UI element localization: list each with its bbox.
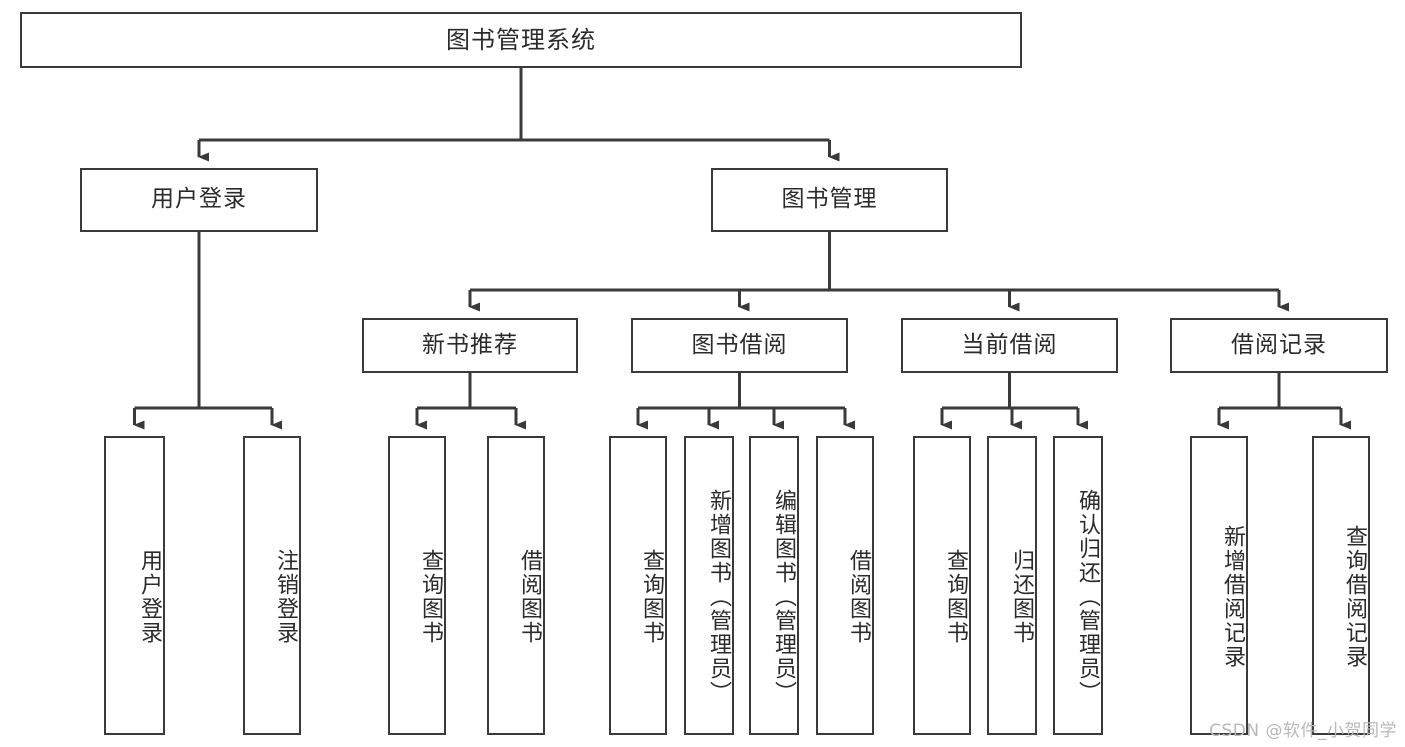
leaf-user-login-label: 用户登录 [137,548,162,645]
leaf-current-return-book-label: 归还图书 [1009,548,1034,645]
leaf-current-query-book[interactable]: 查询图书 [913,436,971,735]
node-current-borrowing[interactable]: 当前借阅 [901,318,1118,373]
leaf-borrow-query-book-label: 查询图书 [639,548,664,645]
node-root-label: 图书管理系统 [446,25,596,54]
leaf-borrow-add-book-admin-label: 新增图书（管理员） [706,488,731,705]
leaf-current-confirm-return-admin[interactable]: 确认归还（管理员） [1053,436,1103,735]
node-book-management-module-label: 图书管理 [781,186,878,213]
leaf-record-add-record[interactable]: 新增借阅记录 [1190,436,1248,735]
node-borrowing-records[interactable]: 借阅记录 [1170,318,1388,373]
node-current-borrowing-label: 当前借阅 [961,331,1058,358]
node-book-borrowing-label: 图书借阅 [691,331,788,358]
node-user-login-module-label: 用户登录 [151,186,247,213]
leaf-newbook-borrow-book[interactable]: 借阅图书 [487,436,545,735]
node-book-borrowing[interactable]: 图书借阅 [631,318,848,373]
leaf-current-query-book-label: 查询图书 [943,548,968,645]
leaf-current-return-book[interactable]: 归还图书 [987,436,1037,735]
leaf-borrow-edit-book-admin-label: 编辑图书（管理员） [771,488,796,705]
leaf-user-logout[interactable]: 注销登录 [243,436,301,735]
leaf-record-query-record-label: 查询借阅记录 [1342,524,1367,669]
csdn-watermark: CSDN @软件_小贺同学 [1209,721,1397,741]
leaf-borrow-lend-book-label: 借阅图书 [846,548,871,645]
node-new-book-recommendation[interactable]: 新书推荐 [362,318,578,373]
leaf-newbook-query-book-label: 查询图书 [418,548,443,645]
leaf-user-login[interactable]: 用户登录 [104,436,165,735]
leaf-borrow-add-book-admin[interactable]: 新增图书（管理员） [684,436,734,735]
leaf-record-add-record-label: 新增借阅记录 [1220,524,1245,669]
node-book-management-module[interactable]: 图书管理 [711,168,948,232]
leaf-borrow-query-book[interactable]: 查询图书 [609,436,667,735]
leaf-borrow-lend-book[interactable]: 借阅图书 [816,436,874,735]
leaf-user-logout-label: 注销登录 [273,548,298,645]
node-user-login-module[interactable]: 用户登录 [80,168,318,232]
leaf-newbook-query-book[interactable]: 查询图书 [388,436,446,735]
node-root[interactable]: 图书管理系统 [20,12,1022,68]
leaf-current-confirm-return-admin-label: 确认归还（管理员） [1075,488,1100,705]
leaf-record-query-record[interactable]: 查询借阅记录 [1312,436,1370,735]
node-borrowing-records-label: 借阅记录 [1231,331,1327,358]
leaf-newbook-borrow-book-label: 借阅图书 [517,548,542,645]
node-new-book-recommendation-label: 新书推荐 [422,331,518,358]
leaf-borrow-edit-book-admin[interactable]: 编辑图书（管理员） [749,436,799,735]
